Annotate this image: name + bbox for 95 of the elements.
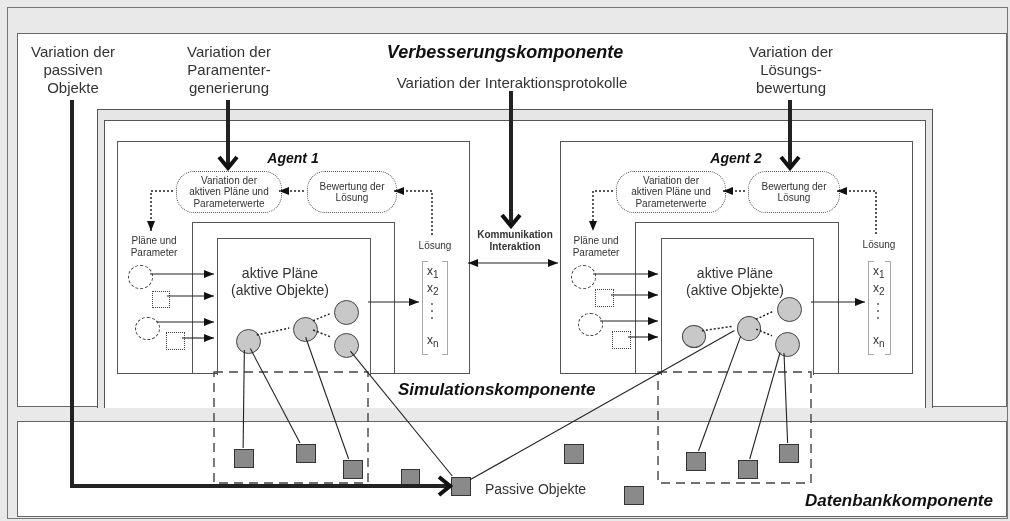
component-box [97, 109, 933, 408]
object-circle [293, 317, 318, 342]
arrow [181, 334, 215, 342]
dotted-link [755, 328, 773, 337]
dotted-link [312, 329, 332, 338]
object-square [738, 460, 758, 479]
object-square [779, 444, 799, 463]
connector-line [242, 349, 245, 449]
process-bubble: Bewertung der Lösung [748, 171, 840, 213]
process-bubble: Variation der aktiven Pläne und Parameterwerte [176, 171, 282, 213]
arrow [467, 259, 559, 267]
object-square [624, 486, 644, 505]
annotation-label: Variation der Paramenter- generierung [169, 39, 289, 101]
thick-arrow [217, 100, 239, 170]
interaction-label: Kommunikation Interaktion [470, 228, 560, 254]
object-circle [682, 325, 706, 348]
plan-box [661, 238, 814, 375]
object-square [451, 477, 471, 496]
arrow [166, 292, 215, 300]
area-label: Passive Objekte [485, 481, 587, 497]
dotted-link [312, 312, 332, 322]
connector-line [469, 329, 735, 481]
connector-line [349, 350, 453, 477]
arrow [149, 270, 215, 278]
connector-line [697, 335, 742, 452]
dotted-link [755, 310, 775, 321]
dotted-square [612, 331, 631, 349]
object-circle [737, 316, 761, 341]
dotted-square [595, 289, 614, 307]
dotted-square [166, 332, 185, 350]
thick-arrow [779, 100, 801, 170]
arrow [155, 318, 215, 326]
dotted-arrow [836, 187, 877, 235]
process-bubble: Bewertung der Lösung [307, 171, 397, 213]
component-heading: Simulationskomponente [398, 380, 596, 400]
dashed-circle [135, 317, 160, 340]
connector-line [783, 352, 789, 444]
annotation-label: Variation der Lösungs- bewertung [734, 39, 848, 101]
arrow [592, 270, 659, 278]
arrow [367, 298, 420, 306]
vector-entry: x$_{n}$ [873, 332, 885, 351]
dotted-arrow [722, 187, 746, 195]
dotted-square [152, 291, 170, 308]
process-bubble: Variation der aktiven Pläne und Parameterwerte [616, 171, 726, 213]
vector-entry: x$_{1}$ [873, 264, 885, 283]
annotation-label: Variation der passiven Objekte [21, 39, 125, 101]
vector-entry: x$_{2}$ [873, 281, 885, 300]
thick-arrow [70, 100, 452, 497]
component-box [117, 141, 470, 374]
vector-entry: x$_{1}$ [427, 264, 439, 283]
annotation-label: Lösung [415, 238, 455, 253]
arrow [610, 291, 659, 299]
object-circle [334, 300, 359, 325]
component-box [17, 33, 1007, 407]
component-box [17, 421, 1007, 517]
dotted-arrow [278, 187, 305, 195]
annotation-label: Pläne und Parameter [127, 234, 181, 260]
component-box [560, 141, 913, 374]
vector-entry: x$_{2}$ [427, 281, 439, 300]
dotted-arrow [589, 190, 614, 232]
object-circle [236, 329, 261, 354]
vector-entry: x$_{n}$ [427, 332, 439, 351]
box-label: aktive Pläne (aktive Objekte) [684, 265, 785, 299]
component-heading: Verbesserungskomponente [386, 42, 624, 63]
arrow [810, 298, 866, 306]
plan-box [217, 238, 371, 375]
dashed-circle [128, 265, 153, 289]
object-circle [777, 297, 802, 322]
dashed-circle [578, 313, 603, 336]
box-label: aktive Pläne (aktive Objekte) [229, 265, 330, 299]
annotation-label: Lösung [859, 237, 899, 252]
component-heading: Agent 1 [267, 150, 319, 166]
connector-line [249, 348, 301, 444]
connector-line [305, 336, 350, 460]
dotted-arrow [147, 190, 174, 232]
thick-arrow [500, 91, 522, 228]
object-square [564, 444, 584, 464]
component-heading: Datenbankkomponente [805, 491, 993, 511]
component-heading: Agent 2 [710, 150, 762, 166]
dotted-link [701, 325, 734, 332]
object-circle [775, 332, 800, 357]
object-square [296, 444, 316, 463]
vector-bracket [868, 261, 891, 355]
annotation-label: Pläne und Parameter [569, 234, 623, 260]
object-circle [334, 333, 359, 358]
dashed-circle [571, 265, 596, 289]
object-square [234, 449, 254, 468]
arrow [599, 317, 659, 325]
dotted-arrow [393, 187, 433, 236]
object-square [343, 460, 363, 479]
dotted-link [256, 327, 290, 336]
arrow [627, 333, 659, 341]
annotation-label: Variation der Interaktionsprotokolle [382, 74, 642, 92]
object-square [686, 452, 706, 471]
connector-line [749, 351, 781, 460]
